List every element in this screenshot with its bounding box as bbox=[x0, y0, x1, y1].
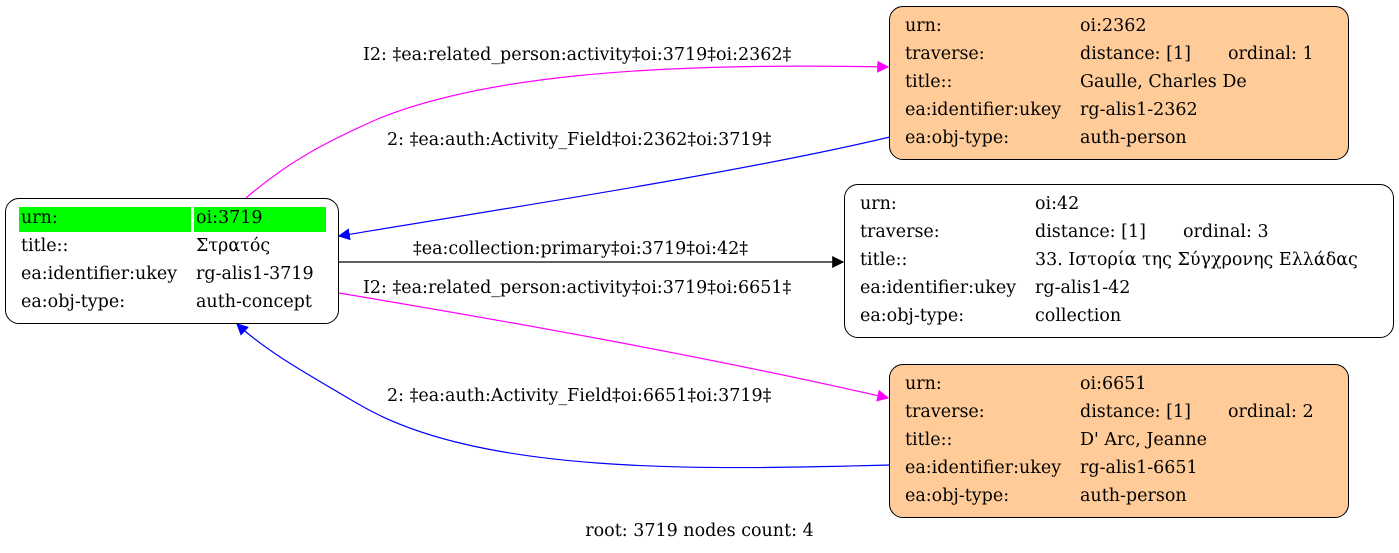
edge-auth-2362 bbox=[337, 136, 891, 241]
row-value: distance: [1] bbox=[1080, 402, 1191, 422]
row-key: title:: bbox=[905, 430, 953, 450]
row-key: title:: bbox=[905, 72, 953, 92]
row-value: 33. Ιστορία της Σύγχρονης Ελλάδας bbox=[1035, 250, 1358, 270]
row-key: ea:obj-type: bbox=[905, 128, 1010, 148]
graph-footer: root: 3719 nodes count: 4 bbox=[585, 521, 814, 541]
row-value: distance: [1] bbox=[1035, 222, 1146, 242]
row-value: oi:3719 bbox=[196, 208, 263, 228]
edge-related-6651 bbox=[338, 292, 890, 402]
row-key: urn: bbox=[905, 374, 942, 394]
row-value: oi:42 bbox=[1035, 194, 1080, 214]
node-42[interactable]: urn: oi:42 traverse: distance: [1] ordin… bbox=[844, 184, 1394, 338]
row-key: traverse: bbox=[860, 222, 940, 242]
root-urn-highlight-value bbox=[194, 207, 326, 232]
edge-label-collection-42: ‡ea:collection:primary‡oi:3719‡oi:42‡ bbox=[413, 239, 749, 259]
root-urn-highlight-key bbox=[19, 207, 191, 232]
edge-label-related-6651: I2: ‡ea:related_person:activity‡oi:3719‡… bbox=[363, 278, 792, 298]
row-value: rg-alis1-42 bbox=[1035, 278, 1131, 298]
row-value: D' Arc, Jeanne bbox=[1080, 430, 1208, 450]
row-key: ea:obj-type: bbox=[860, 306, 965, 326]
row-value-ordinal: ordinal: 2 bbox=[1228, 402, 1314, 422]
row-value: rg-alis1-3719 bbox=[196, 264, 314, 284]
row-key: ea:obj-type: bbox=[905, 486, 1010, 506]
row-key: ea:identifier:ukey bbox=[860, 278, 1017, 298]
row-value: auth-concept bbox=[196, 292, 312, 312]
row-key: traverse: bbox=[905, 402, 985, 422]
edge-label-auth-2362: 2: ‡ea:auth:Activity_Field‡oi:2362‡oi:37… bbox=[387, 130, 772, 150]
row-key: traverse: bbox=[905, 44, 985, 64]
row-value: rg-alis1-2362 bbox=[1080, 100, 1198, 120]
edge-auth-6651 bbox=[236, 323, 891, 469]
edge-label-auth-6651: 2: ‡ea:auth:Activity_Field‡oi:6651‡oi:37… bbox=[387, 386, 772, 406]
row-key: ea:identifier:ukey bbox=[21, 264, 178, 284]
row-value: rg-alis1-6651 bbox=[1080, 458, 1198, 478]
row-value: distance: [1] bbox=[1080, 44, 1191, 64]
edge-related-2362 bbox=[245, 60, 890, 199]
row-key: title:: bbox=[860, 250, 908, 270]
row-value: Στρατός bbox=[196, 236, 271, 256]
row-value: Gaulle, Charles De bbox=[1080, 72, 1247, 92]
row-key: urn: bbox=[21, 208, 58, 228]
row-value-ordinal: ordinal: 1 bbox=[1228, 44, 1314, 64]
row-key: ea:obj-type: bbox=[21, 292, 126, 312]
row-key: ea:identifier:ukey bbox=[905, 458, 1062, 478]
row-key: urn: bbox=[860, 194, 897, 214]
row-value: auth-person bbox=[1080, 486, 1187, 506]
row-key: title:: bbox=[21, 236, 69, 256]
node-2362[interactable]: urn: oi:2362 traverse: distance: [1] ord… bbox=[889, 6, 1349, 160]
edge-label-related-2362: I2: ‡ea:related_person:activity‡oi:3719‡… bbox=[363, 45, 792, 65]
row-key: urn: bbox=[905, 16, 942, 36]
row-value: auth-person bbox=[1080, 128, 1187, 148]
row-value: oi:6651 bbox=[1080, 374, 1147, 394]
node-root-3719[interactable]: urn: oi:3719 title:: Στρατός ea:identifi… bbox=[5, 198, 339, 324]
node-6651[interactable]: urn: oi:6651 traverse: distance: [1] ord… bbox=[889, 364, 1349, 518]
row-key: ea:identifier:ukey bbox=[905, 100, 1062, 120]
row-value-ordinal: ordinal: 3 bbox=[1183, 222, 1269, 242]
row-value: collection bbox=[1035, 306, 1122, 326]
row-value: oi:2362 bbox=[1080, 16, 1147, 36]
